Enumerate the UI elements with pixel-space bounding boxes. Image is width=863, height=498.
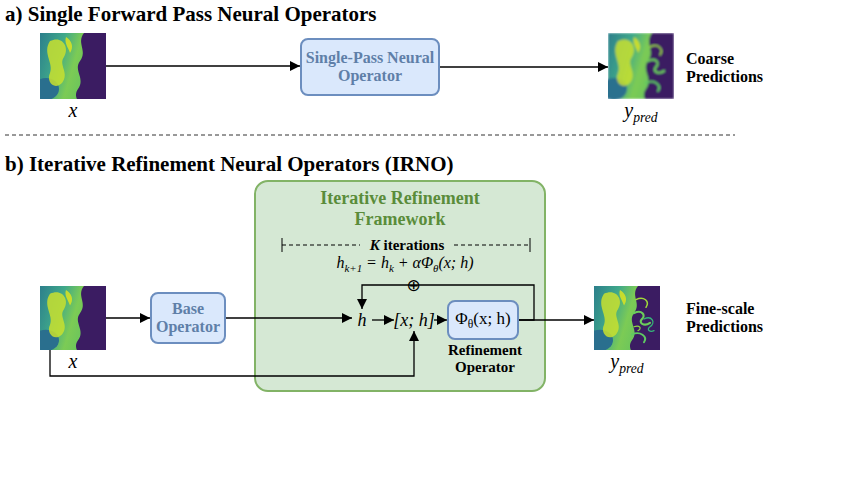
text-run: θ — [433, 262, 438, 274]
panel-title: Iterative Refinement Framework — [256, 188, 544, 229]
text-run: Φ — [455, 309, 467, 328]
flow-field-illustration — [40, 286, 106, 350]
text-run: Iterative Refinement Framework — [320, 188, 479, 229]
text-run: pred — [633, 110, 657, 125]
operator-box: Base Operator — [150, 292, 226, 344]
text-run: y — [624, 99, 633, 121]
text-run: k — [389, 262, 394, 274]
iteration-count: K iterations — [362, 236, 452, 254]
text-run: k+1 — [344, 262, 362, 274]
text-run: pred — [619, 361, 643, 376]
refinement-operator-box: Φθ(x; h)Refinement Operator — [447, 300, 519, 340]
variable-label: ypred — [584, 350, 670, 377]
text-run: h — [358, 310, 367, 330]
text-run: Base Operator — [156, 300, 220, 335]
box-label: Single-Pass Neural Operator — [304, 49, 436, 86]
operator-box: Single-Pass Neural Operator — [300, 38, 440, 96]
text-run: x — [69, 350, 78, 372]
math-symbol: h — [358, 310, 367, 331]
variable-label: x — [30, 99, 116, 121]
text-run: b) Iterative Refinement Neural Operators… — [5, 152, 453, 176]
flow-field-image: x — [40, 286, 106, 350]
section-heading: b) Iterative Refinement Neural Operators… — [5, 152, 705, 177]
box-label: Base Operator — [154, 300, 222, 337]
variable-label: x — [30, 350, 116, 372]
text-run: Coarse Predictions — [686, 50, 763, 85]
text-run: h — [336, 254, 344, 271]
flow-field-image: x — [40, 33, 106, 99]
framework-panel: Iterative Refinement Frameworkh[x; h]Φθ(… — [254, 180, 546, 392]
math-symbol-node: h — [352, 309, 372, 331]
flow-field-illustration — [608, 33, 674, 99]
math-symbol: [x; h] — [393, 310, 435, 331]
text-run: a) Single Forward Pass Neural Operators — [5, 2, 377, 26]
text-run: (x; h) — [473, 309, 510, 328]
flow-field-image: ypred — [608, 33, 674, 99]
text-run: (x; h) — [438, 254, 473, 271]
operator-caption: Refinement Operator — [425, 342, 545, 377]
text-run: Single-Pass Neural Operator — [306, 49, 434, 84]
section-divider — [5, 135, 735, 136]
section-heading: a) Single Forward Pass Neural Operators — [5, 2, 625, 27]
text-run: x — [69, 99, 78, 121]
output-note: Coarse Predictions — [686, 50, 778, 87]
flow-arrow — [440, 66, 608, 67]
text-run: = h — [362, 254, 389, 271]
text-run: y — [610, 350, 619, 372]
flow-field-illustration — [40, 33, 106, 99]
text-run: [x; h] — [393, 310, 435, 330]
math-symbol-node: [x; h] — [394, 309, 434, 331]
text-run: iterations — [380, 237, 445, 253]
output-note: Fine-scale Predictions — [686, 300, 778, 337]
text-run: θ — [468, 318, 474, 331]
flow-field-illustration — [594, 286, 660, 350]
update-equation: hk+1 = hk + αΦθ(x; h) — [300, 254, 510, 274]
text-run: Refinement Operator — [448, 342, 522, 375]
flow-arrow — [106, 317, 150, 318]
text-run: K — [370, 237, 380, 253]
sum-symbol: ⊕ — [406, 277, 420, 294]
flow-arrow — [106, 65, 300, 66]
variable-label: ypred — [598, 99, 684, 126]
text-run: Fine-scale Predictions — [686, 300, 763, 335]
text-run: + αΦ — [394, 254, 433, 271]
flow-field-image: ypred — [594, 286, 660, 350]
box-label: Φθ(x; h) — [455, 309, 510, 331]
